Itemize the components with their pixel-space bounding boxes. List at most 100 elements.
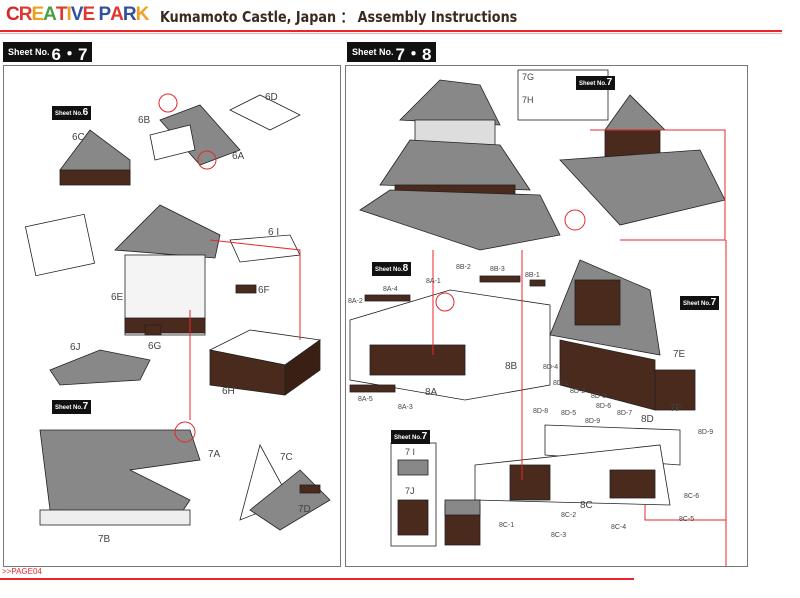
- badge-prefix: Sheet No.: [683, 301, 711, 307]
- part-label: 8D-5: [561, 410, 577, 417]
- part-label: 8D-1: [553, 380, 569, 387]
- part-label: 8C-1: [499, 522, 515, 529]
- part-label: 8C-4: [611, 524, 627, 531]
- part-8a-wall: [369, 344, 466, 376]
- guide-line: [590, 129, 726, 241]
- part-label: 7B: [98, 534, 111, 545]
- part-label: 7 I: [405, 447, 416, 457]
- badge-sheet-6: Sheet No.6: [52, 106, 92, 120]
- part-7d: [299, 484, 321, 494]
- part-6e-roof: [114, 204, 221, 259]
- part-6e-base: [124, 317, 206, 334]
- part-6j: [49, 349, 151, 386]
- part-label: 6D: [265, 92, 278, 103]
- part-label: 8A-5: [358, 396, 373, 403]
- badge-prefix: Sheet No.: [55, 405, 83, 411]
- sheet-prefix: Sheet No.: [8, 47, 50, 57]
- guide-line: [209, 239, 301, 340]
- sheet-prefix: Sheet No.: [352, 47, 394, 57]
- part-label: 8B-1: [525, 272, 540, 279]
- main-keep-roof-low: [359, 189, 561, 251]
- part-label: 8D-8: [533, 408, 549, 415]
- part-label: 8D-9: [585, 418, 601, 425]
- main-keep-windows: [414, 119, 496, 146]
- part-label: 8A: [425, 387, 438, 398]
- part-6c-base: [59, 169, 131, 186]
- page-title: Kumamoto Castle, Japan ： Assembly Instru…: [160, 8, 518, 26]
- part-label: 8B: [505, 361, 518, 372]
- part-8b-3: [479, 275, 521, 283]
- part-8a-5: [349, 384, 396, 393]
- main-keep-roof-top: [399, 79, 501, 126]
- part-label: 7D: [298, 504, 311, 515]
- part-label: 8A-3: [398, 404, 413, 411]
- highlight-circle: [197, 150, 217, 170]
- part-label: 8A-1: [426, 278, 441, 285]
- part-label: 7E: [673, 349, 686, 360]
- part-label: 8C-2: [561, 512, 577, 519]
- part-label: 8D-3: [591, 393, 607, 400]
- badge-prefix: Sheet No.: [375, 267, 403, 273]
- part-label: 6G: [148, 341, 162, 352]
- badge-sheet-7: Sheet No.7: [680, 296, 720, 310]
- part-label: 7F: [670, 403, 682, 414]
- part-label: 8C-3: [551, 532, 567, 539]
- part-label: 7C: [280, 452, 293, 463]
- part-7i: [397, 459, 429, 476]
- badge-number: 8: [402, 263, 409, 274]
- header-divider-shadow: [0, 33, 782, 34]
- badge-sheet-7: Sheet No.7: [52, 400, 92, 414]
- part-label: 8A-4: [383, 286, 398, 293]
- part-label: 7H: [522, 95, 534, 105]
- part-6b: [149, 124, 196, 161]
- small-keep-base-roof: [559, 149, 726, 226]
- small-keep-roof: [604, 94, 666, 131]
- badge-number: 7: [710, 297, 717, 308]
- part-label: 6E: [111, 292, 124, 303]
- part-label: 6C: [72, 132, 85, 143]
- sheet-number: 6・7: [51, 44, 88, 64]
- badge-prefix: Sheet No.: [55, 111, 83, 117]
- part-7b: [39, 509, 191, 526]
- badge-sheet-7: Sheet No.7: [391, 430, 431, 444]
- part-7f: [654, 369, 696, 411]
- part-6h-side: [284, 339, 321, 396]
- badge-prefix: Sheet No.: [394, 435, 422, 441]
- part-label: 8B-3: [490, 266, 505, 273]
- part-label: 8D-6: [596, 403, 612, 410]
- badge-number: 6: [82, 107, 89, 118]
- part-6d: [229, 94, 301, 131]
- part-label: 8C: [580, 500, 593, 511]
- part-6f: [235, 284, 257, 294]
- part-label: 7G: [522, 72, 535, 82]
- part-7ij-roof: [444, 499, 481, 516]
- detail-6-rect: [24, 213, 96, 277]
- part-label: 8C-5: [679, 516, 695, 523]
- badge-sheet-8: Sheet No.8: [372, 262, 412, 276]
- guide-line: [644, 505, 726, 521]
- badge-prefix: Sheet No.: [579, 81, 607, 87]
- part-label: 6B: [138, 115, 151, 126]
- badge-sheet-7: Sheet No.7: [576, 76, 616, 90]
- highlight-circle: [158, 93, 178, 113]
- part-label: 6J: [70, 342, 81, 353]
- part-label: 7J: [405, 486, 415, 496]
- part-label: 8C-6: [684, 493, 700, 500]
- highlight-circle: [435, 292, 455, 312]
- sheet-number: 7・8: [395, 44, 432, 64]
- part-label: 6F: [258, 285, 270, 296]
- header-divider: [0, 30, 782, 32]
- part-8c-wall-left: [509, 464, 551, 501]
- part-label: 8B-2: [456, 264, 471, 271]
- part-7a-roof: [39, 429, 201, 516]
- part-label: 6H: [222, 386, 235, 397]
- highlight-circle: [564, 209, 586, 231]
- badge-number: 7: [82, 401, 89, 412]
- main-keep-roof-mid: [379, 139, 531, 191]
- part-7j: [397, 499, 429, 536]
- part-label: 6A: [232, 151, 245, 162]
- sheet-label-left: Sheet No.6・7: [3, 42, 93, 64]
- part-label: 7A: [208, 449, 221, 460]
- part-label: 8D-4: [543, 364, 559, 371]
